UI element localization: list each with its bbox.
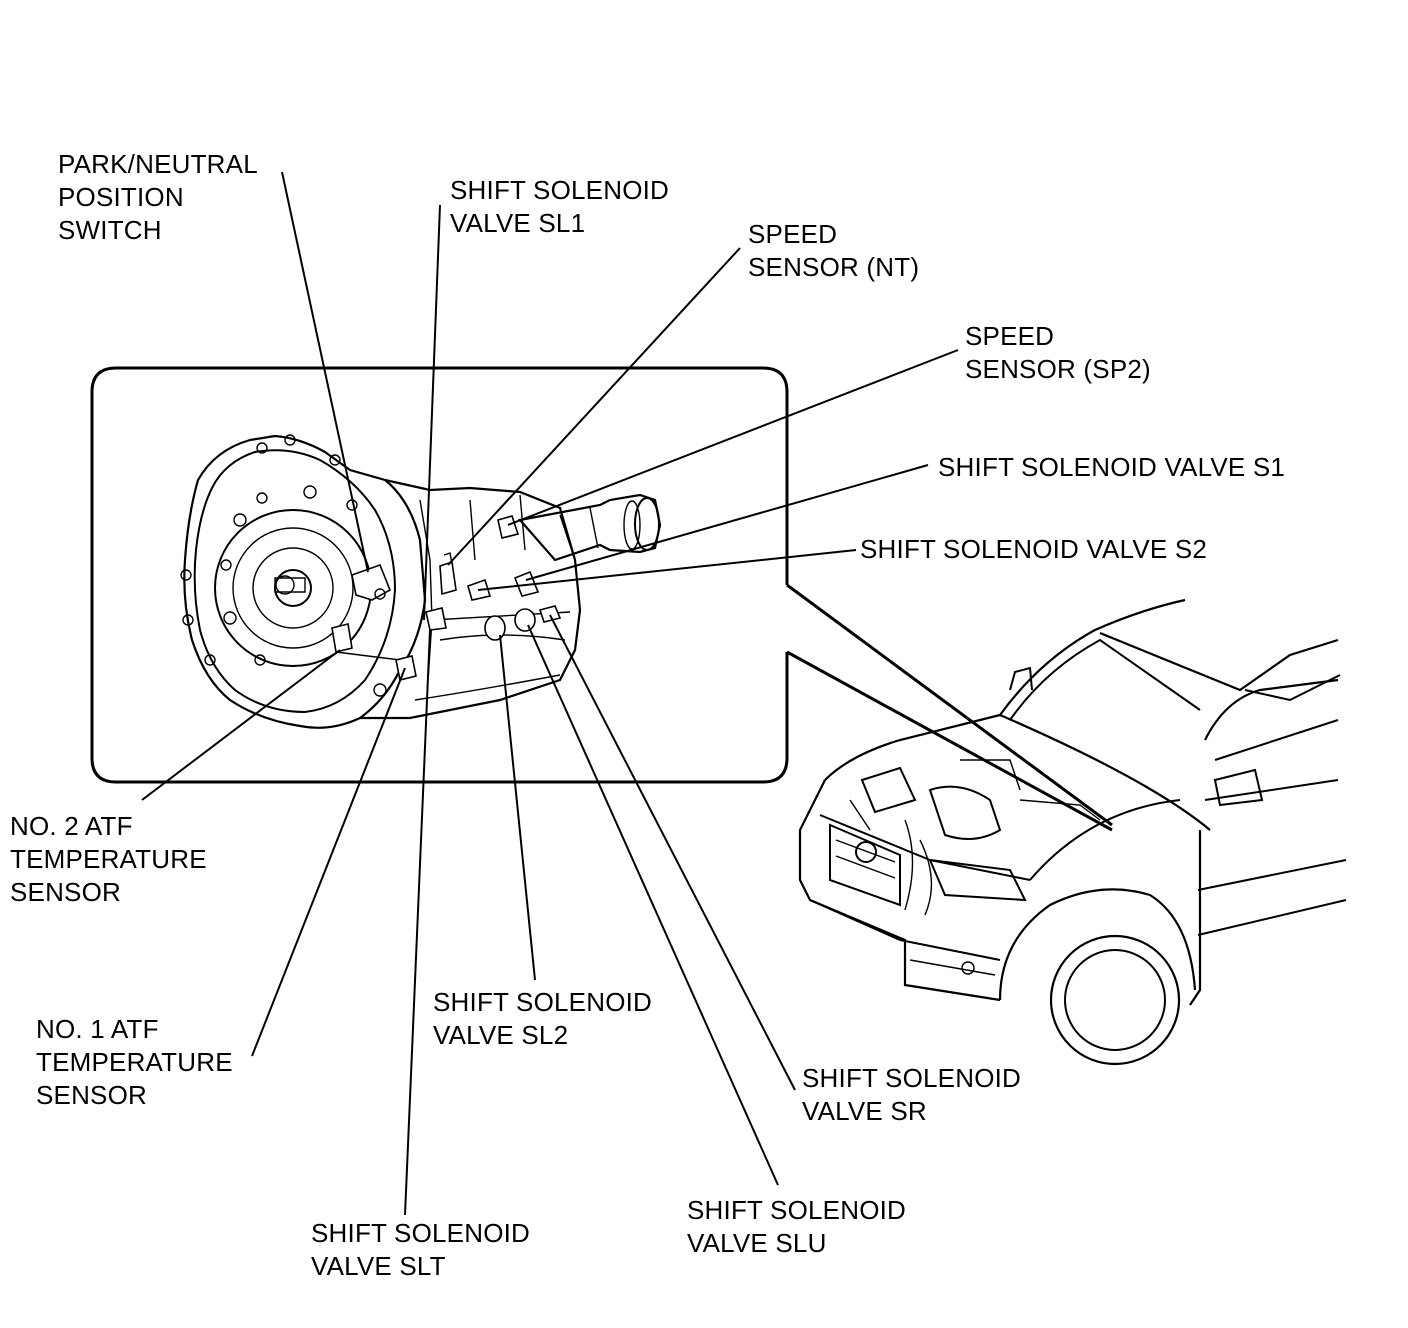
leader-lines	[141, 171, 959, 1216]
speed-sensor-nt	[439, 552, 457, 596]
label-line: SHIFT SOLENOID VALVE S2	[860, 534, 1208, 564]
label-line: SHIFT SOLENOID	[311, 1218, 531, 1248]
speed-sensor-sp2	[497, 515, 520, 539]
solenoid-sr	[538, 605, 562, 623]
label-line: NO. 1 ATF	[36, 1014, 159, 1044]
label-shift-solenoid-valve-s1: SHIFT SOLENOID VALVE S1	[938, 451, 1285, 484]
label-shift-solenoid-valve-sl2: SHIFT SOLENOID VALVE SL2	[433, 986, 652, 1052]
atf-temp-sensor-2	[331, 623, 401, 661]
label-no2-atf-temperature-sensor: NO. 2 ATF TEMPERATURE SENSOR	[10, 810, 207, 909]
callout-line-bottom	[786, 650, 1113, 832]
label-line: SHIFT SOLENOID	[450, 175, 670, 205]
label-line: TEMPERATURE	[36, 1047, 233, 1077]
park-neutral-switch	[351, 563, 392, 601]
callout-line-top	[786, 583, 1113, 827]
label-speed-sensor-sp2: SPEED SENSOR (SP2)	[965, 320, 1151, 386]
vehicle-illustration	[798, 598, 1347, 1066]
label-line: SHIFT SOLENOID	[687, 1195, 907, 1225]
inset-frame	[90, 366, 789, 784]
transmission-illustration	[180, 434, 662, 729]
label-line: SHIFT SOLENOID VALVE S1	[938, 452, 1286, 482]
label-park-neutral-position-switch: PARK/NEUTRAL POSITION SWITCH	[58, 148, 258, 247]
label-line: SENSOR	[36, 1080, 148, 1110]
label-line: VALVE SL2	[433, 1020, 569, 1050]
label-line: SWITCH	[58, 215, 162, 245]
label-line: TEMPERATURE	[10, 844, 207, 874]
label-shift-solenoid-valve-s2: SHIFT SOLENOID VALVE S2	[860, 533, 1207, 566]
label-no1-atf-temperature-sensor: NO. 1 ATF TEMPERATURE SENSOR	[36, 1013, 233, 1112]
atf-temp-sensor-1	[395, 655, 417, 681]
label-line: SENSOR	[10, 877, 122, 907]
solenoid-sl2	[484, 615, 506, 641]
label-line: POSITION	[58, 182, 184, 212]
label-shift-solenoid-valve-sl1: SHIFT SOLENOID VALVE SL1	[450, 174, 669, 240]
label-speed-sensor-nt: SPEED SENSOR (NT)	[748, 218, 919, 284]
label-line: VALVE SLU	[687, 1228, 827, 1258]
label-line: VALVE SL1	[450, 208, 586, 238]
solenoid-slt	[425, 607, 447, 631]
label-line: VALVE SLT	[311, 1251, 446, 1281]
label-shift-solenoid-valve-slt: SHIFT SOLENOID VALVE SLT	[311, 1217, 530, 1283]
label-line: VALVE SR	[802, 1096, 927, 1126]
label-line: PARK/NEUTRAL	[58, 149, 258, 179]
label-line: SENSOR (NT)	[748, 252, 920, 282]
label-line: SENSOR (SP2)	[965, 354, 1151, 384]
label-line: SHIFT SOLENOID	[802, 1063, 1022, 1093]
label-line: SPEED	[748, 219, 838, 249]
label-line: SHIFT SOLENOID	[433, 987, 653, 1017]
label-shift-solenoid-valve-sr: SHIFT SOLENOID VALVE SR	[802, 1062, 1021, 1128]
label-line: SPEED	[965, 321, 1055, 351]
label-shift-solenoid-valve-slu: SHIFT SOLENOID VALVE SLU	[687, 1194, 906, 1260]
label-line: NO. 2 ATF	[10, 811, 133, 841]
solenoid-slu	[514, 608, 536, 632]
